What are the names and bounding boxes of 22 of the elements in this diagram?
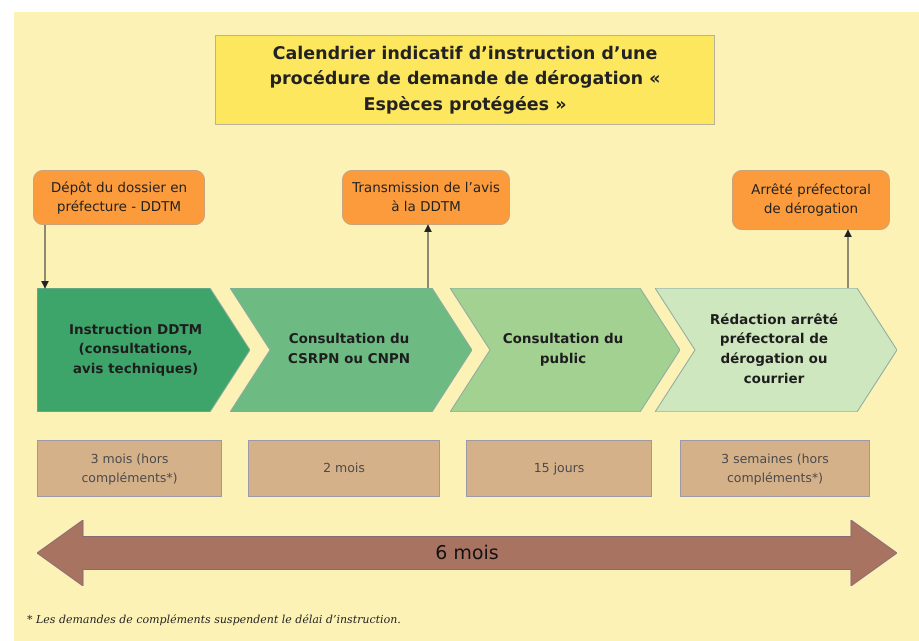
chevron-step: [37, 288, 250, 412]
title-box: Calendrier indicatif d’instruction d’une procédure de demande de dérogation « Espèces protégées »: [215, 35, 715, 125]
duration-box: 3 mois (hors compléments*): [37, 440, 222, 497]
duration-box: 3 semaines (hors compléments*): [680, 440, 870, 497]
duration-box: 15 jours: [466, 440, 652, 497]
duration-double-arrow: [37, 520, 897, 586]
duration-label: 6 mois: [434, 541, 500, 566]
milestone-box: Dépôt du dossier en préfecture - DDTM: [33, 170, 205, 225]
milestone-box: Arrêté préfectoral de dérogation: [732, 170, 890, 230]
chevron-step: [450, 288, 680, 412]
milestone-box: Transmission de l’avis à la DDTM: [342, 170, 510, 225]
arrow: [41, 225, 49, 289]
step-label: Instruction DDTM (consultations, avis techniques): [68, 320, 204, 379]
step-label: Consultation du CSRPN ou CNPN: [286, 330, 412, 369]
arrow: [844, 229, 852, 288]
footnote: * Les demandes de compléments suspendent le délai d’instruction.: [27, 613, 401, 626]
step-label: Consultation du public: [502, 330, 624, 369]
duration-box: 2 mois: [248, 440, 440, 497]
chevron-step: [230, 288, 472, 412]
chevron-step: [655, 288, 897, 412]
arrow: [424, 224, 432, 288]
step-label: Rédaction arrêté préfectoral de dérogation ou courrier: [708, 310, 840, 389]
